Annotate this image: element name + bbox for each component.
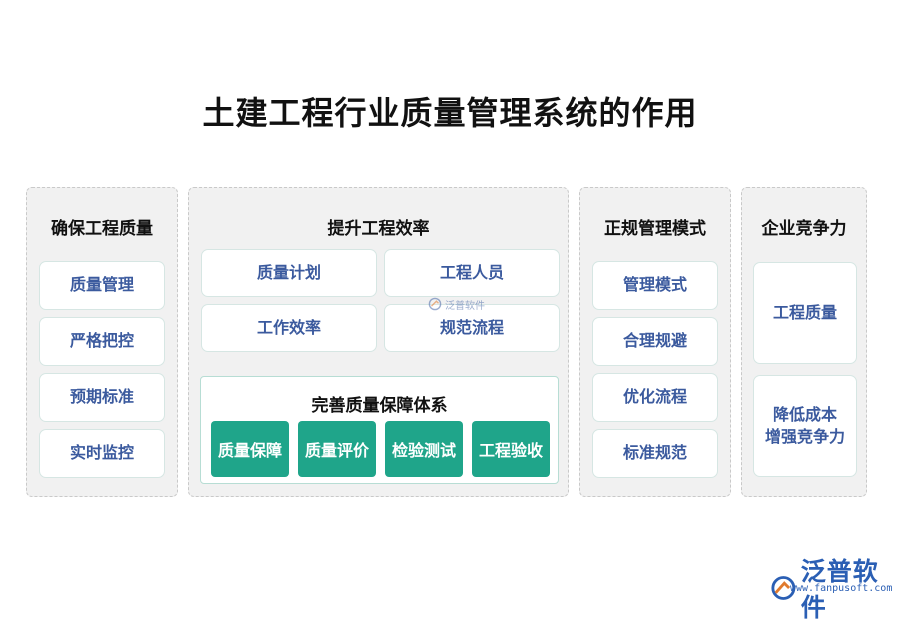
card-realtime-monitoring: 实时监控 <box>39 429 165 478</box>
panel-improve-efficiency: 提升工程效率 质量计划 工程人员 工作效率 规范流程 完善质量保障体系 质量保障… <box>188 187 569 497</box>
panel-title: 正规管理模式 <box>604 219 706 239</box>
tag-project-acceptance: 工程验收 <box>472 421 550 477</box>
card-engineering-quality: 工程质量 <box>753 262 857 364</box>
panel-title: 企业竞争力 <box>761 219 847 239</box>
brand-url: www.fanpusoft.com <box>790 583 893 594</box>
card-strict-control: 严格把控 <box>39 317 165 366</box>
card-management-mode: 管理模式 <box>592 261 718 310</box>
card-standard-norms: 标准规范 <box>592 429 718 478</box>
card-reduce-cost-competitiveness: 降低成本 增强竞争力 <box>753 375 857 477</box>
panel-title: 提升工程效率 <box>327 219 430 239</box>
card-engineering-staff: 工程人员 <box>384 249 560 297</box>
quality-assurance-system-box: 完善质量保障体系 质量保障 质量评价 检验测试 工程验收 <box>200 376 559 484</box>
page-title: 土建工程行业质量管理系统的作用 <box>202 94 698 132</box>
subbox-title: 完善质量保障体系 <box>311 396 448 416</box>
tag-quality-evaluation: 质量评价 <box>298 421 376 477</box>
panel-title: 确保工程质量 <box>51 219 153 239</box>
tag-quality-assurance: 质量保障 <box>211 421 289 477</box>
card-quality-management: 质量管理 <box>39 261 165 310</box>
card-standard-process: 规范流程 <box>384 304 560 352</box>
watermark: 泛普软件 <box>428 296 485 312</box>
card-reasonable-avoidance: 合理规避 <box>592 317 718 366</box>
panel-regular-management: 正规管理模式 管理模式 合理规避 优化流程 标准规范 <box>579 187 731 497</box>
card-quality-plan: 质量计划 <box>201 249 377 297</box>
tag-inspection-testing: 检验测试 <box>385 421 463 477</box>
panel-competitiveness: 企业竞争力 工程质量 降低成本 增强竞争力 <box>741 187 867 497</box>
fanpu-logo-icon <box>771 576 796 600</box>
card-work-efficiency: 工作效率 <box>201 304 377 352</box>
fanpu-logo-icon <box>428 297 442 311</box>
card-optimize-process: 优化流程 <box>592 373 718 422</box>
panel-ensure-quality: 确保工程质量 质量管理 严格把控 预期标准 实时监控 <box>26 187 178 497</box>
watermark-text: 泛普软件 <box>445 300 485 312</box>
card-expected-standard: 预期标准 <box>39 373 165 422</box>
